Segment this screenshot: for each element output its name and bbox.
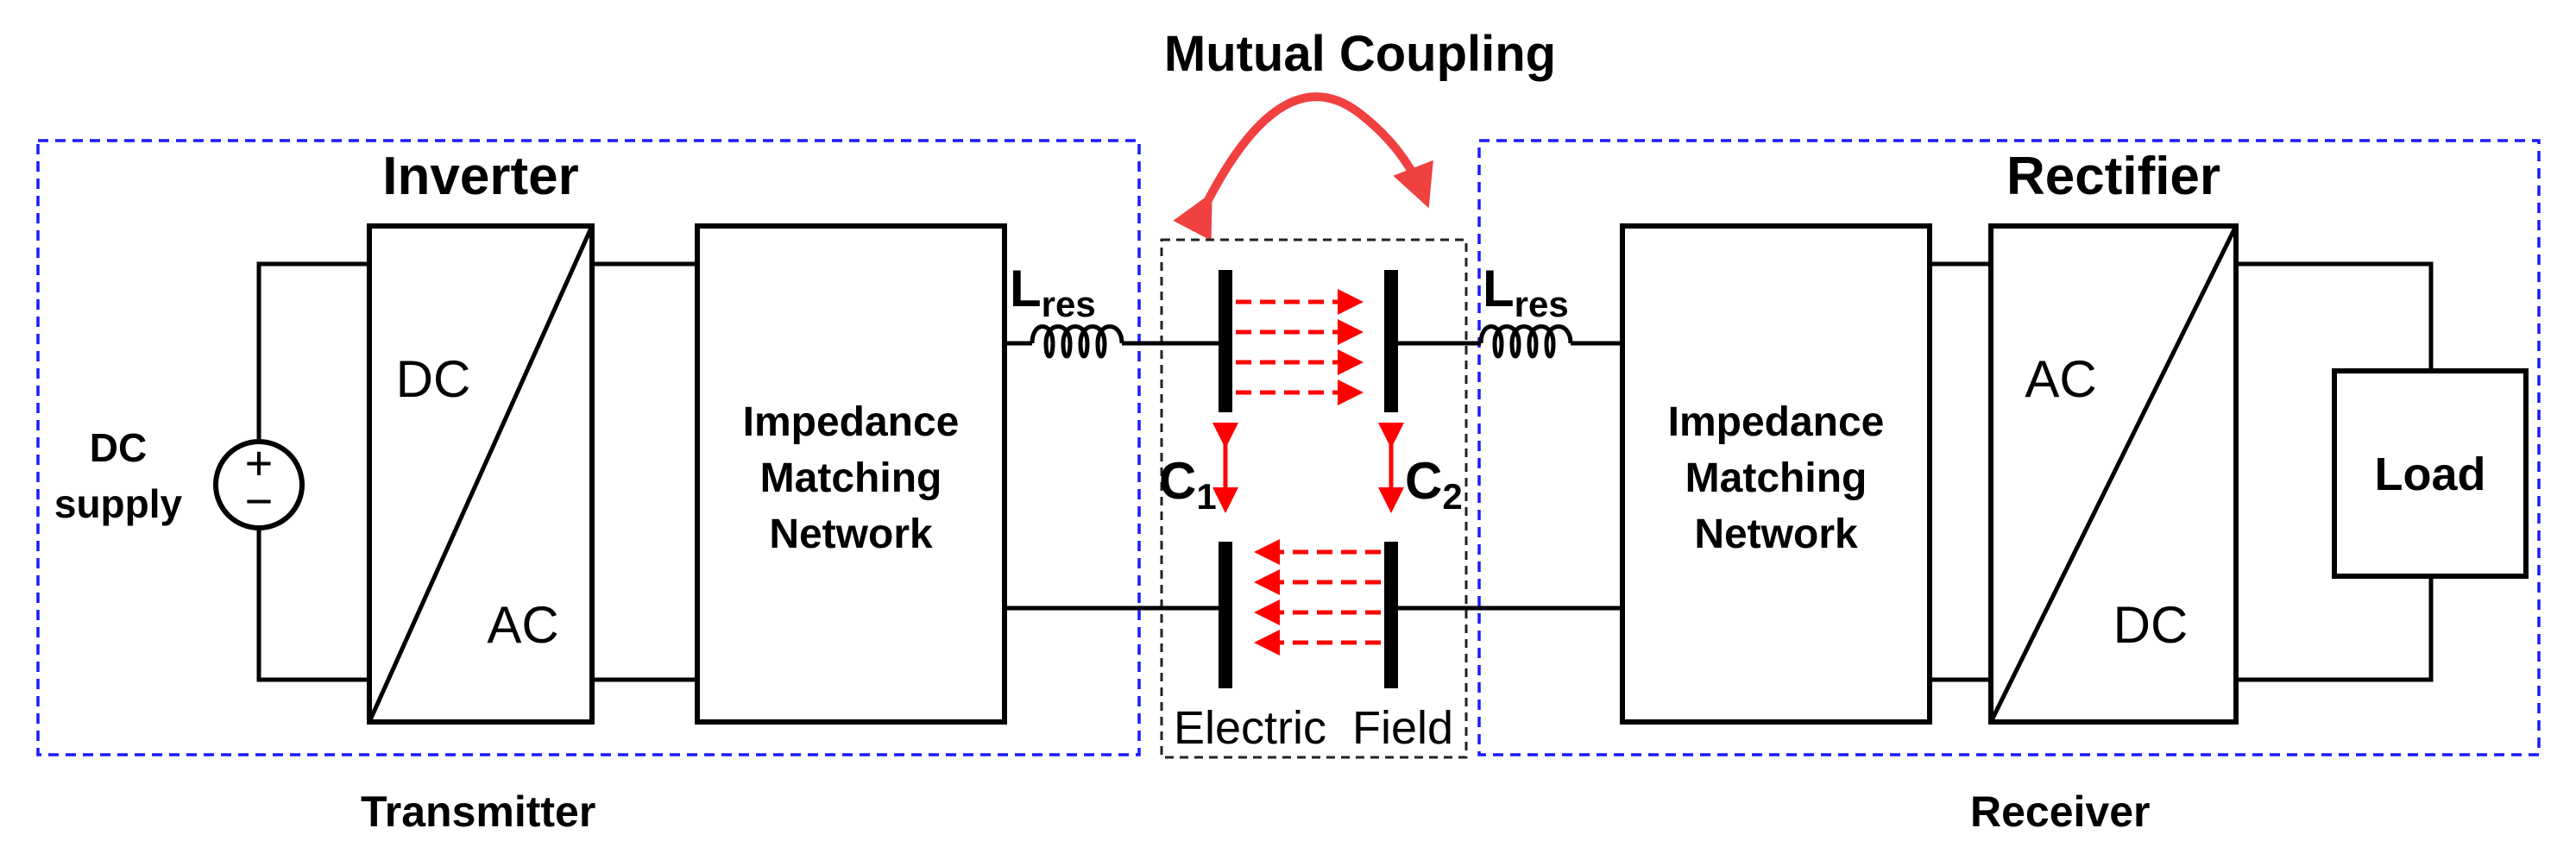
c1-sub: 1	[1196, 476, 1216, 517]
inverter-in-label: DC	[396, 350, 471, 408]
source-minus: −	[245, 474, 274, 528]
c2-sub: 2	[1442, 476, 1462, 517]
receiver-label: Receiver	[1970, 788, 2151, 836]
inverter-label: Inverter	[382, 147, 578, 206]
transmitter-label: Transmitter	[361, 788, 595, 836]
c1-main: C	[1159, 452, 1196, 510]
rect-load-bottom-wire	[2236, 576, 2434, 682]
c1-label: C1	[1159, 452, 1217, 517]
rx-inductor-coil	[1478, 324, 1573, 359]
tx-matching-line2: Matching	[760, 455, 942, 501]
rx-inductor-label: Lres	[1483, 260, 1569, 324]
rectifier-in-label: AC	[2025, 350, 2096, 408]
dc-supply-source: + −	[213, 436, 305, 530]
rx-matching-line3: Network	[1694, 511, 1858, 557]
transmitter-boundary	[36, 139, 1141, 756]
source-bottom-wire	[256, 528, 369, 682]
tx-lower-plate	[1219, 542, 1232, 688]
coupler-boundary	[1160, 238, 1468, 759]
source-plus: +	[245, 436, 274, 490]
tx-inductor-label: Lres	[1010, 260, 1096, 324]
load-block	[2332, 368, 2529, 579]
rx-lower-plate	[1384, 542, 1398, 688]
rectifier-label: Rectifier	[2006, 147, 2220, 206]
c2-label: C2	[1405, 452, 1463, 517]
diagram-title: Mutual Coupling	[1164, 26, 1556, 82]
dc-supply-label-line2: supply	[54, 481, 183, 526]
inverter-out-label: AC	[487, 596, 558, 654]
electric-field-label: Electric Field	[1174, 702, 1453, 754]
dc-supply-label-line1: DC	[90, 425, 147, 470]
tx-inductor-coil	[1030, 324, 1124, 359]
receiver-boundary	[1477, 139, 2541, 756]
tx-inductor-main: L	[1010, 260, 1042, 317]
lower-field-arrows	[1254, 539, 1381, 656]
upper-field-arrows	[1236, 289, 1364, 405]
tx-matching-line3: Network	[769, 511, 933, 557]
inverter-diagonal	[367, 224, 595, 724]
load-label: Load	[2375, 449, 2486, 500]
rectifier-diagonal	[1988, 224, 2239, 724]
tx-inductor-sub: res	[1042, 284, 1096, 324]
rx-matching-network-block	[1620, 223, 1932, 725]
tx-matching-line1: Impedance	[743, 399, 960, 445]
rx-inductor-main: L	[1483, 260, 1515, 317]
rect-load-top-wire	[2236, 261, 2434, 371]
tx-upper-plate	[1219, 270, 1232, 412]
rx-matching-line1: Impedance	[1668, 399, 1885, 445]
rx-inductor-sub: res	[1515, 284, 1569, 324]
rectifier-out-label: DC	[2113, 596, 2189, 654]
source-top-wire	[256, 261, 369, 442]
tx-matching-network-block	[695, 223, 1007, 725]
rx-matching-line2: Matching	[1685, 455, 1867, 501]
mutual-coupling-arrow	[1173, 92, 1433, 242]
c2-main: C	[1405, 452, 1442, 510]
